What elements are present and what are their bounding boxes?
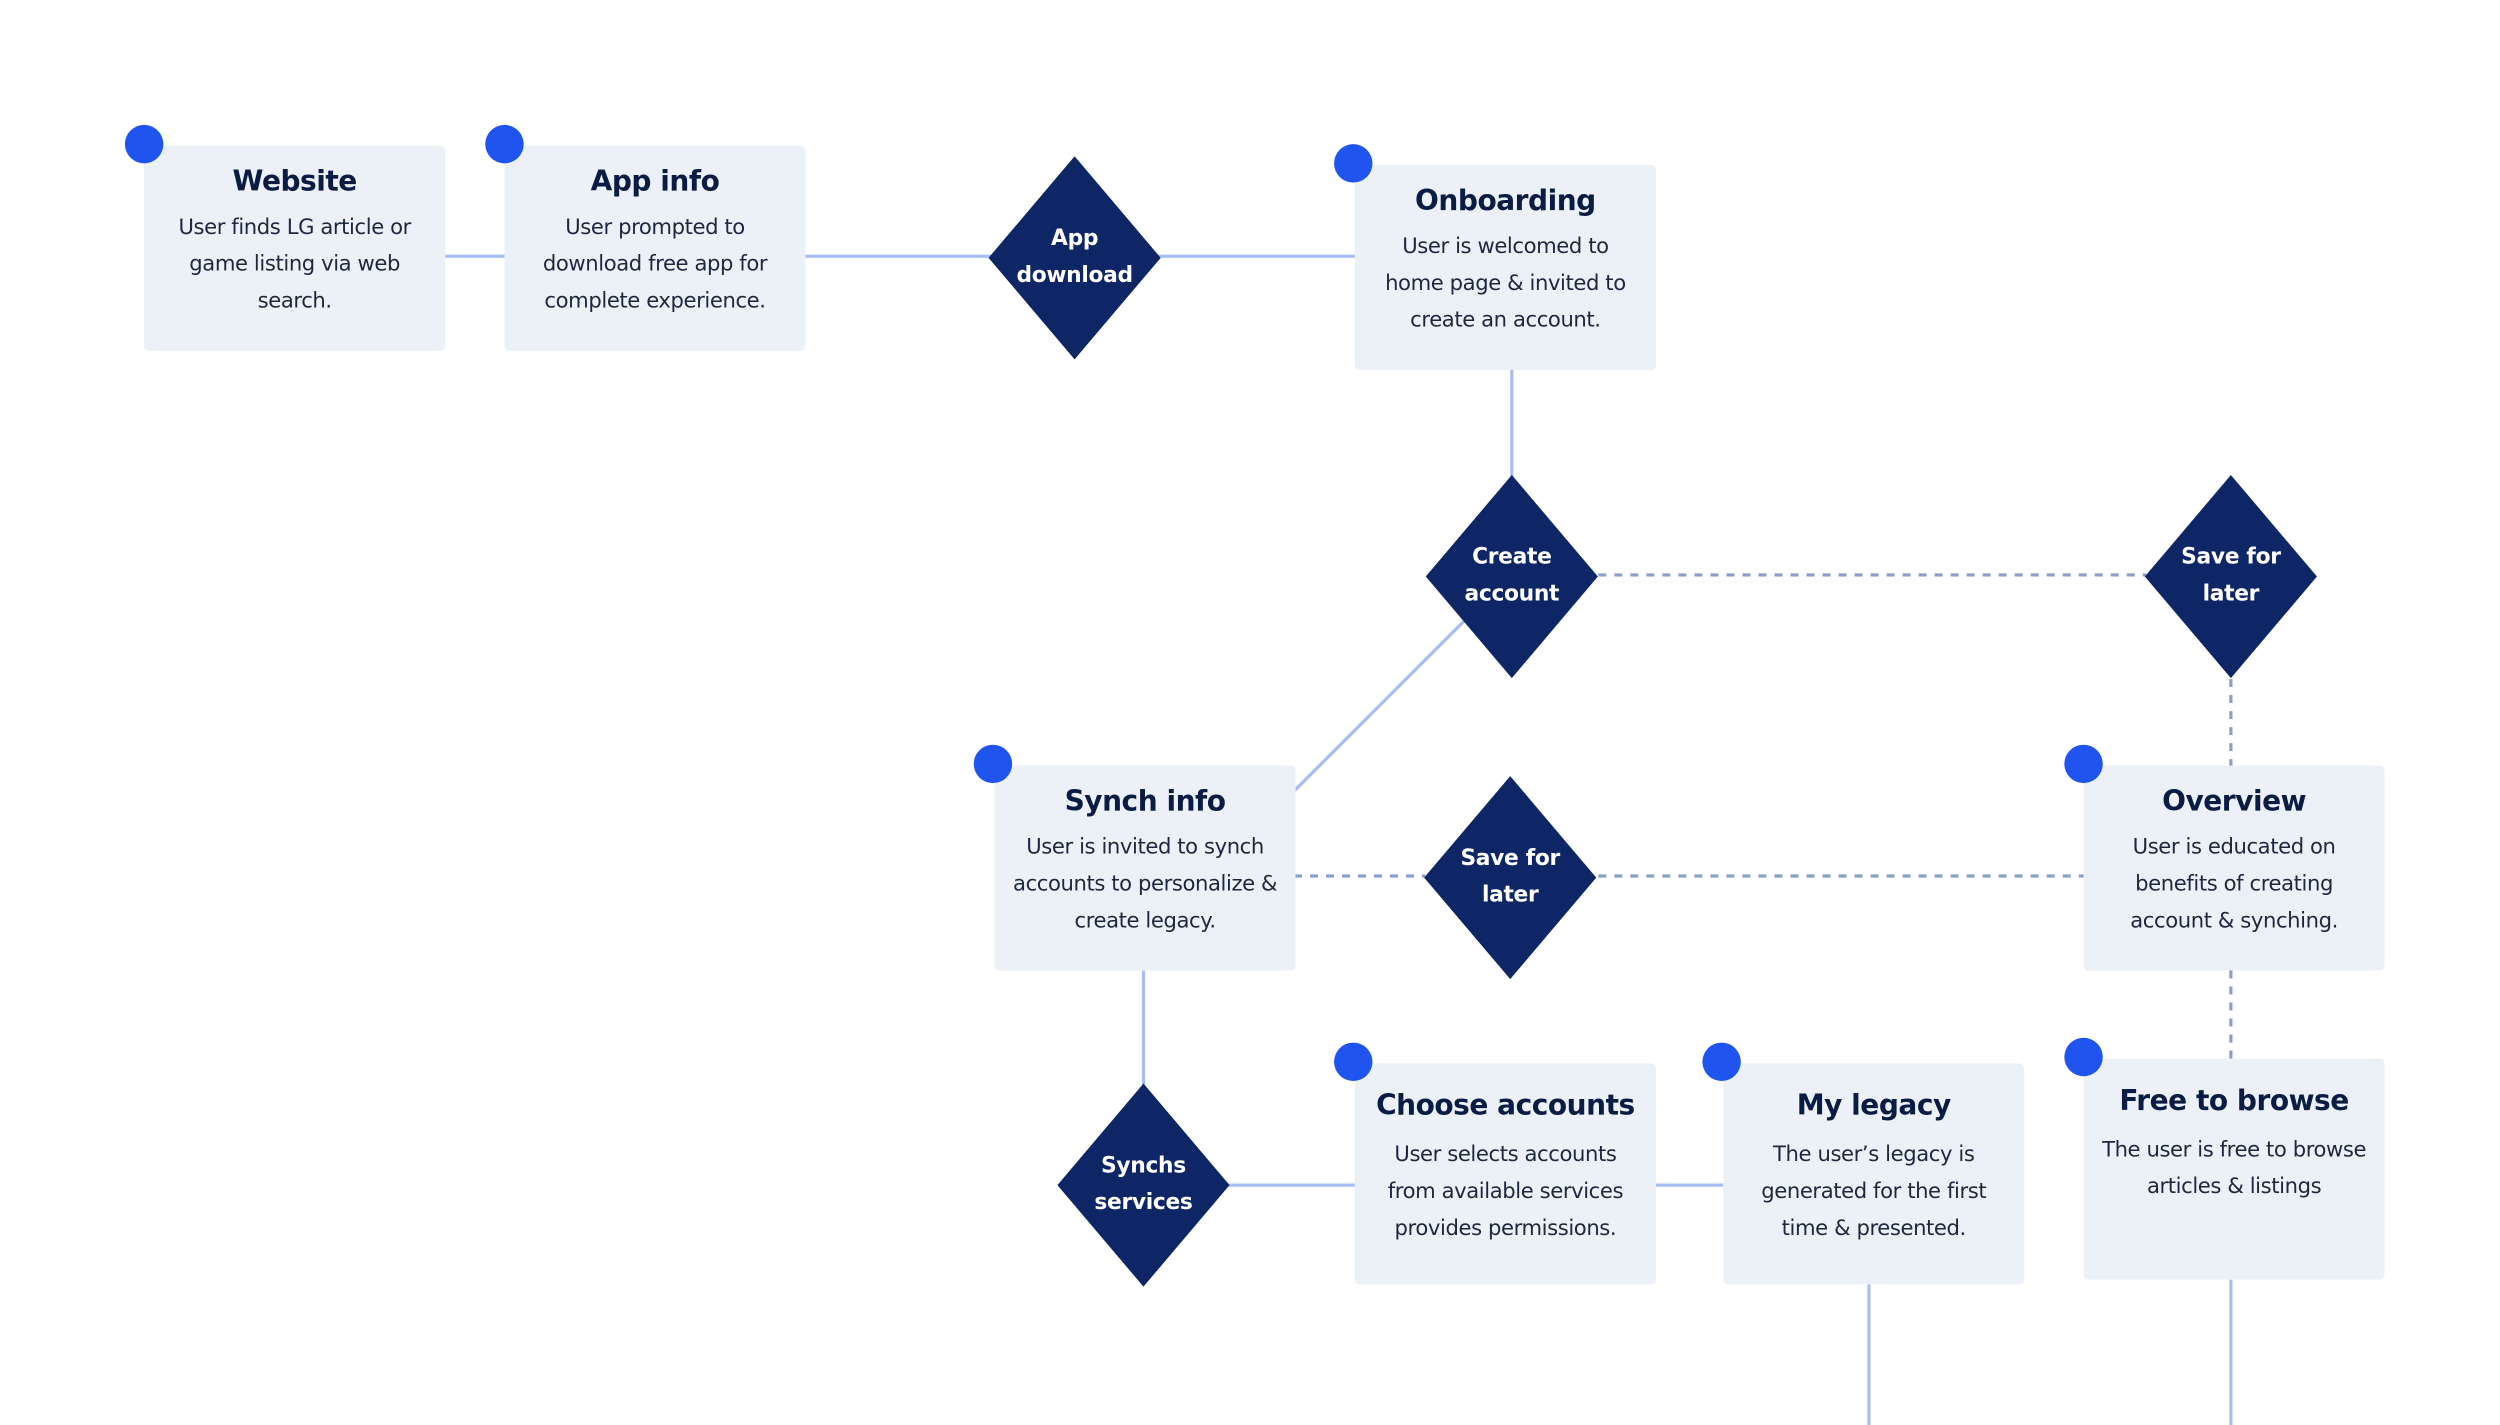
- screen-app-info[interactable]: App info User prompted to download free …: [504, 145, 806, 351]
- marker-dot: [1334, 144, 1373, 183]
- decision-save-for-later-mid[interactable]: Save for later: [1422, 776, 1598, 980]
- connector-createaccount-synchinfo: [1292, 620, 1465, 793]
- screen-choose-accounts[interactable]: Choose accounts User selects accounts fr…: [1354, 1063, 1656, 1285]
- screen-description: User is educated on benefits of creating…: [2130, 835, 2338, 934]
- screen-my-legacy[interactable]: My legacy The user’s legacy is generated…: [1723, 1063, 2025, 1285]
- screen-description: The user is free to browse articles & li…: [2102, 1138, 2367, 1200]
- screen-description: User selects accounts from available ser…: [1387, 1143, 1624, 1242]
- decision-label: App download: [1016, 225, 1133, 289]
- screen-synch-info[interactable]: Synch info User is invited to synch acco…: [994, 765, 1296, 971]
- screen-title: App info: [590, 166, 720, 199]
- screen-title: Choose accounts: [1376, 1090, 1635, 1123]
- decision-label: Save for later: [2181, 544, 2281, 607]
- marker-dot: [1702, 1042, 1741, 1082]
- marker-dot: [1334, 1042, 1373, 1082]
- screen-title: Onboarding: [1415, 185, 1596, 218]
- decision-synchs-services[interactable]: Synchs services: [1055, 1083, 1231, 1287]
- decision-save-for-later-top[interactable]: Save for later: [2143, 474, 2319, 679]
- screen-description: User prompted to download free app for c…: [542, 216, 768, 314]
- decision-create-account[interactable]: Create account: [1424, 474, 1600, 679]
- decision-label: Save for later: [1460, 845, 1560, 909]
- screen-title: My legacy: [1796, 1090, 1952, 1123]
- marker-dot: [124, 124, 164, 164]
- marker-dot: [485, 124, 524, 164]
- decision-label: Synchs services: [1094, 1153, 1193, 1216]
- decision-label: Create account: [1464, 544, 1560, 607]
- screen-onboarding[interactable]: Onboarding User is welcomed to home page…: [1354, 164, 1656, 370]
- screen-description: The user’s legacy is generated for the f…: [1761, 1143, 1987, 1242]
- screen-website[interactable]: Website User finds LG article or game li…: [144, 145, 446, 351]
- screen-description: User is invited to synch accounts to per…: [1013, 835, 1278, 934]
- marker-dot: [2064, 1037, 2103, 1077]
- screen-title: Free to browse: [2119, 1085, 2349, 1118]
- screen-description: User is welcomed to home page & invited …: [1385, 235, 1626, 334]
- marker-dot: [973, 744, 1013, 784]
- screen-overview[interactable]: Overview User is educated on benefits of…: [2083, 765, 2385, 971]
- screen-title: Website: [232, 166, 358, 199]
- screen-title: Synch info: [1064, 786, 1226, 819]
- screen-free-to-browse[interactable]: Free to browse The user is free to brows…: [2083, 1058, 2385, 1280]
- screen-description: User finds LG article or game listing vi…: [178, 216, 411, 314]
- screen-title: Overview: [2162, 786, 2307, 819]
- decision-app-download[interactable]: App download: [987, 156, 1163, 360]
- marker-dot: [2064, 744, 2103, 784]
